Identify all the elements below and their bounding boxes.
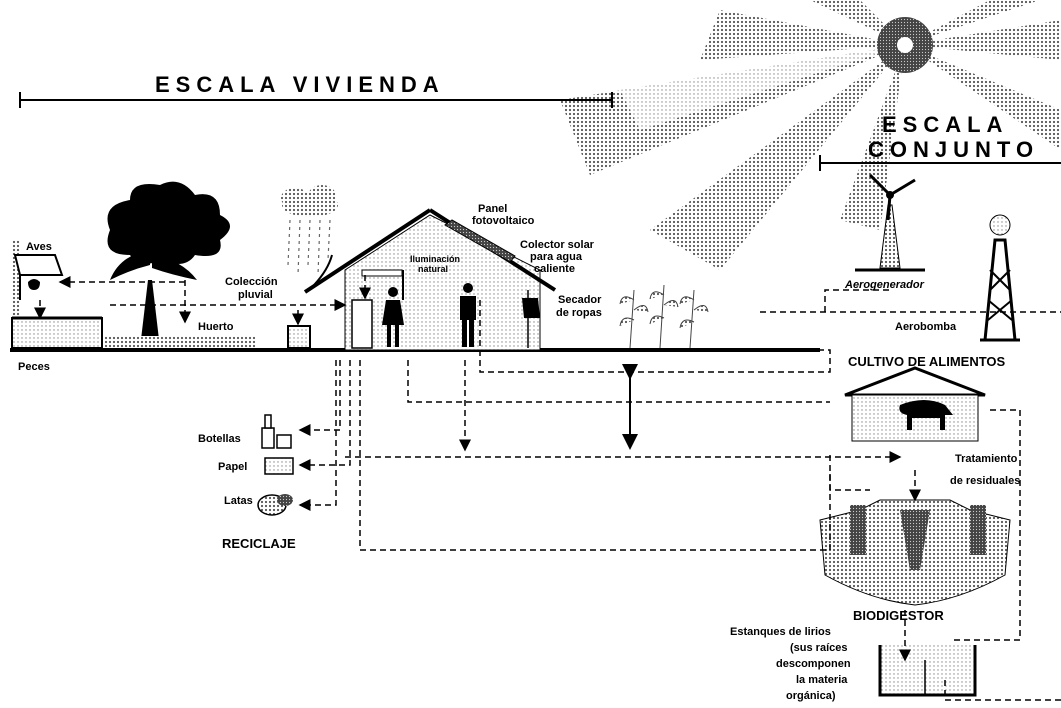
escala-vivienda-title: ESCALA VIVIENDA (155, 72, 445, 97)
label-colector-1: Colector solar (520, 239, 595, 251)
flow-lines (34, 275, 1061, 701)
label-secador-2: de ropas (556, 307, 602, 319)
paper-stack-icon (264, 457, 294, 475)
cans-icon (257, 494, 293, 516)
label-aerobomba: Aerobomba (895, 321, 957, 333)
escala-conjunto-title-1: ESCALA (882, 112, 1008, 137)
label-colector-2: para agua (530, 251, 583, 263)
barn (844, 366, 986, 442)
woman-figure (382, 287, 404, 347)
label-estanques-1: Estanques de lirios (730, 626, 831, 638)
label-secador-1: Secador (558, 294, 602, 306)
label-tratamiento-2: de residuales (950, 475, 1020, 487)
label-colector-3: caliente (534, 263, 575, 275)
label-panel-1: Panel (478, 203, 507, 215)
label-cultivo: CULTIVO DE ALIMENTOS (848, 354, 1006, 369)
label-latas: Latas (224, 495, 253, 507)
biodigestor-icon (819, 499, 1011, 606)
label-iluminacion-1: Iluminación (410, 254, 460, 264)
label-huerto: Huerto (198, 321, 234, 333)
label-aves: Aves (26, 241, 52, 253)
wind-generator-icon (855, 173, 925, 272)
wind-pump-icon (980, 214, 1020, 342)
man-figure (460, 283, 476, 347)
lily-pond (878, 645, 977, 697)
label-panel-2: fotovoltaico (472, 215, 535, 227)
garden-bed (105, 336, 255, 348)
bottles-icon (261, 414, 292, 449)
label-coleccion-1: Colección (225, 276, 278, 288)
label-estanques-5: orgánica) (786, 690, 836, 702)
clothes-dryer (522, 290, 540, 348)
rain-tank (287, 325, 311, 349)
label-estanques-3: descomponen (776, 658, 851, 670)
crop-plants (619, 284, 709, 349)
label-aerogenerador: Aerogenerador (844, 279, 925, 291)
house (303, 208, 557, 351)
label-iluminacion-2: natural (418, 264, 448, 274)
label-estanques-2: (sus raíces (790, 642, 847, 654)
label-tratamiento-1: Tratamiento (955, 453, 1018, 465)
label-peces: Peces (18, 361, 50, 373)
label-papel: Papel (218, 461, 247, 473)
label-biodigestor: BIODIGESTOR (853, 608, 944, 623)
bird-coop (12, 240, 64, 348)
escala-vivienda-bracket (19, 92, 613, 108)
label-botellas: Botellas (198, 433, 241, 445)
tree-icon (107, 181, 230, 348)
escala-conjunto-bracket (819, 155, 1061, 171)
fish-pond (11, 316, 103, 349)
label-reciclaje: RECICLAJE (222, 536, 296, 551)
escala-conjunto-title-2: CONJUNTO (868, 137, 1039, 162)
label-coleccion-2: pluvial (238, 289, 273, 301)
label-estanques-4: la materia (796, 674, 848, 686)
sun-icon (560, 0, 1061, 270)
rain-cloud-icon (281, 185, 338, 286)
